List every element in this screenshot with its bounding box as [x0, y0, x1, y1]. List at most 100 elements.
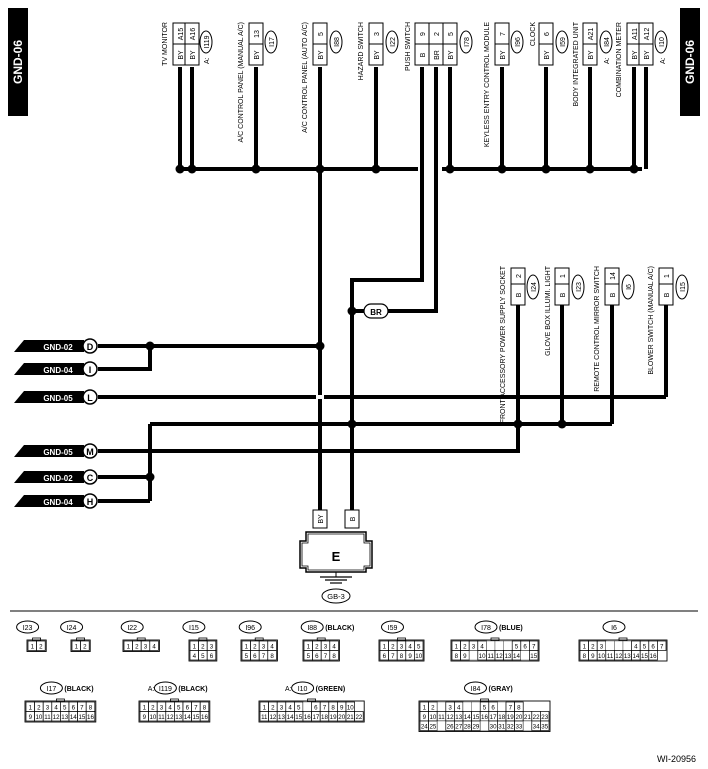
pin-label: 1: [245, 643, 249, 650]
right-header-tab-label: GND-06: [683, 40, 697, 84]
pin-label: 31: [498, 723, 505, 730]
pin-label: 2: [315, 643, 319, 650]
connector-id: I78: [481, 625, 491, 632]
connector-id: I59: [560, 37, 567, 47]
pin-label: 22: [355, 714, 362, 721]
pin-label: 15: [472, 714, 479, 721]
pin-label: 1: [383, 643, 387, 650]
ref-label: GND-05: [43, 394, 73, 403]
pin-label: 35: [541, 723, 548, 730]
ground-connector-e: BY B E GB-3: [299, 509, 373, 604]
pin-label: 1: [307, 643, 311, 650]
pin-label: 2: [201, 643, 205, 650]
pin-label: 4: [270, 643, 274, 650]
pin-label: 5: [297, 704, 301, 711]
pin-label: 13: [61, 714, 68, 721]
pin-number: 2: [516, 274, 523, 278]
pin-label: 8: [400, 653, 404, 660]
pin-number: A15: [178, 28, 185, 41]
component-name: KEYLESS ENTRY CONTROL MODULE: [484, 22, 491, 147]
pin-label: 2: [39, 643, 43, 650]
right-component-glove-box-light: 1 B GLOVE BOX ILLUMI. LIGHT I23: [545, 265, 585, 356]
connector-id: I84: [471, 686, 481, 693]
wire-color: B: [664, 292, 671, 297]
pin-label: 6: [314, 704, 318, 711]
pin-label: 13: [455, 714, 462, 721]
pin-label: 33: [515, 723, 522, 730]
connector-color: (BLACK): [64, 686, 93, 693]
ref-letter: M: [86, 447, 94, 457]
pin-label: 19: [507, 714, 514, 721]
pin-label: 16: [304, 714, 311, 721]
pin-label: 6: [383, 653, 387, 660]
pin-label: 8: [89, 704, 93, 711]
connector-id: I17: [269, 37, 276, 47]
pin-number: 6: [544, 32, 551, 36]
pin-label: 1: [75, 643, 79, 650]
pin-label: 1: [455, 643, 459, 650]
pin-label: 3: [144, 643, 148, 650]
pin-label: 5: [483, 704, 487, 711]
pin-label: 7: [262, 653, 266, 660]
pin-label: 1: [143, 704, 147, 711]
connector-id: I119: [159, 686, 172, 693]
pin-label: 7: [509, 704, 513, 711]
pin-label: 6: [253, 653, 257, 660]
wire-gnd-05-m: [98, 424, 520, 453]
pin-label: 14: [184, 714, 191, 721]
pin-label: 7: [660, 643, 664, 650]
pin-label: 4: [152, 643, 156, 650]
pin-label: 5: [307, 653, 311, 660]
connector-id: I10: [298, 686, 308, 693]
pin-label: 18: [321, 714, 328, 721]
connector-id: I84: [604, 37, 611, 47]
pin-label: 11: [438, 714, 445, 721]
pin-label: 2: [253, 643, 257, 650]
pin-label: 19: [330, 714, 337, 721]
pin-label: 6: [210, 653, 214, 660]
connector-id: I88: [334, 37, 341, 47]
pin-label: 5: [417, 643, 421, 650]
wire-color: BY: [500, 50, 507, 60]
connector-prefix: A:: [604, 57, 611, 64]
pin-label: 9: [463, 653, 467, 660]
top-component-ac-manual: 13 BY A/C CONTROL PANEL (MANUAL A/C) I17: [238, 22, 278, 142]
ground-point-label: GB-3: [327, 592, 345, 601]
pin-label: 12: [167, 714, 174, 721]
pin-label: 7: [80, 704, 84, 711]
pin-label: 14: [70, 714, 77, 721]
pin-label: 6: [72, 704, 76, 711]
pin-label: 10: [429, 714, 436, 721]
pin-label: 1: [193, 643, 197, 650]
pin-label: 9: [408, 653, 412, 660]
pin-label: 3: [472, 643, 476, 650]
connector-pin: [354, 711, 364, 722]
pin-label: 8: [517, 704, 521, 711]
pin-label: 15: [641, 653, 648, 660]
pin-label: 10: [149, 714, 156, 721]
pin-number: A11: [632, 28, 639, 40]
pin-label: 24: [421, 723, 428, 730]
pin-label: 16: [87, 714, 94, 721]
br-wire-tag-label: BR: [370, 308, 382, 317]
wire-color: BY: [448, 50, 455, 60]
connector-pin: [529, 650, 539, 661]
pin-label: 4: [408, 643, 412, 650]
component-name: FRONT ACCESSORY POWER SUPPLY SOCKET: [500, 265, 507, 423]
pin-label: 14: [632, 653, 639, 660]
top-component-hazard-switch: 3 BY HAZARD SWITCH I22: [358, 22, 399, 80]
pin-label: 15: [192, 714, 199, 721]
pin-label: 12: [53, 714, 60, 721]
wire-color: BY: [318, 50, 325, 60]
pin-label: 17: [312, 714, 319, 721]
connector-id: I10: [659, 37, 666, 47]
pin-label: 9: [423, 714, 427, 721]
right-header-tab: GND-06: [680, 8, 700, 116]
pin-label: 10: [347, 704, 354, 711]
pin-label: 23: [541, 714, 548, 721]
connector-id: I24: [531, 282, 538, 292]
br-wire-tag: BR: [363, 303, 389, 319]
